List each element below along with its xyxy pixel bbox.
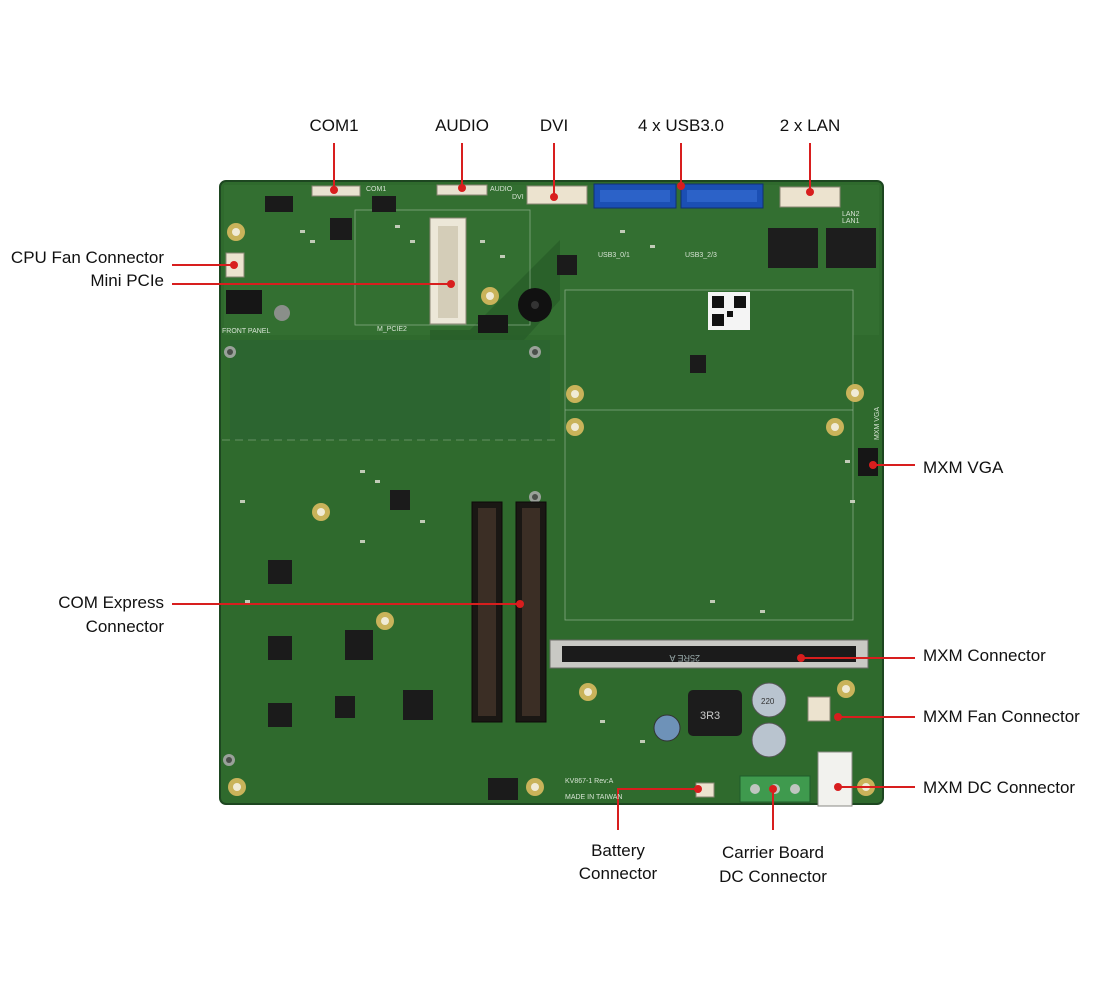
ic xyxy=(345,630,373,660)
mxm-connector xyxy=(549,639,869,669)
mounting-holes xyxy=(223,223,875,796)
jumper-block xyxy=(265,196,293,212)
jumper-block xyxy=(372,196,396,212)
silk-lan2: LAN2 xyxy=(842,211,860,218)
ic xyxy=(488,778,518,800)
lan-magnetics xyxy=(768,228,818,268)
ic xyxy=(335,696,355,718)
silk-com1: COM1 xyxy=(366,186,386,193)
ic xyxy=(268,636,292,660)
pin-header xyxy=(478,315,508,333)
label-lan: 2 x LAN xyxy=(779,116,841,135)
silkscreen: COM1 AUDIO DVI USB3_0/1 USB3_2/3 LAN2 LA… xyxy=(222,186,860,801)
label-battery-1: Battery xyxy=(591,841,645,860)
capacitor xyxy=(751,682,787,718)
silk-choke: 3R3 xyxy=(700,710,720,722)
board-shade-right xyxy=(564,289,854,621)
label-carrier-1: Carrier Board xyxy=(721,843,825,862)
usb3-connector-b xyxy=(680,183,764,209)
silk-usb-b: USB3_2/3 xyxy=(685,252,717,259)
label-mxm-connector: MXM Connector xyxy=(923,646,1046,665)
label-usb: 4 x USB3.0 xyxy=(638,116,724,135)
silk-dvi: DVI xyxy=(512,194,524,201)
silk-cap: 220 xyxy=(761,697,775,706)
silk-usb-a: USB3_0/1 xyxy=(598,252,630,259)
capacitor-small xyxy=(653,714,681,742)
label-mxm-dc: MXM DC Connector xyxy=(923,778,1076,797)
buzzer-center xyxy=(531,301,539,309)
label-battery-2: Connector xyxy=(578,864,658,883)
label-mini-pcie: Mini PCIe xyxy=(90,271,164,290)
usb3-connector-a xyxy=(593,183,677,209)
smd-components xyxy=(240,225,855,743)
silk-board-code: KV867-1 Rev:A xyxy=(565,778,614,785)
label-com-express-2: Connector xyxy=(85,617,164,636)
label-mxm-fan: MXM Fan Connector xyxy=(923,707,1080,726)
label-mxm-vga: MXM VGA xyxy=(923,458,1004,477)
label-audio: AUDIO xyxy=(435,116,489,135)
leader-lines xyxy=(172,143,915,830)
choke-inductor xyxy=(688,690,742,736)
ic xyxy=(403,690,433,720)
silk-mxm-vga: MXM VGA xyxy=(874,407,881,440)
ic xyxy=(330,218,352,240)
silk-m-pcie: M_PCIE2 xyxy=(377,326,407,333)
ic xyxy=(690,355,706,373)
ic xyxy=(268,560,292,584)
qr-label xyxy=(708,292,750,330)
silk-mxm-code: 25RE A xyxy=(669,653,700,663)
label-com1: COM1 xyxy=(309,116,359,135)
coin-part xyxy=(274,305,290,321)
mxm-dc-connector-part xyxy=(817,751,853,807)
board-shade-mid xyxy=(230,340,550,440)
label-cpu-fan: CPU Fan Connector xyxy=(10,248,164,267)
silk-made-in: MADE IN TAIWAN xyxy=(565,794,622,801)
silk-audio: AUDIO xyxy=(490,186,513,193)
lan-magnetics xyxy=(826,228,876,268)
m-pcie-outline xyxy=(354,209,531,326)
label-com-express-1: COM Express xyxy=(58,593,164,612)
leader-dots xyxy=(230,182,877,793)
silk-lan1: LAN1 xyxy=(842,218,860,225)
capacitor xyxy=(751,722,787,758)
label-carrier-2: DC Connector xyxy=(719,867,827,886)
ic xyxy=(268,703,292,727)
mini-pcie-slot xyxy=(429,217,467,325)
front-panel-header xyxy=(226,290,262,314)
chips xyxy=(268,218,706,800)
mxm-fan-connector-part xyxy=(807,696,831,722)
silk-front-panel: FRONT PANEL xyxy=(222,328,270,335)
label-dvi: DVI xyxy=(539,116,569,135)
ic xyxy=(557,255,577,275)
leader-battery xyxy=(617,788,698,830)
com-express-connector xyxy=(471,501,547,723)
ic xyxy=(390,490,410,510)
